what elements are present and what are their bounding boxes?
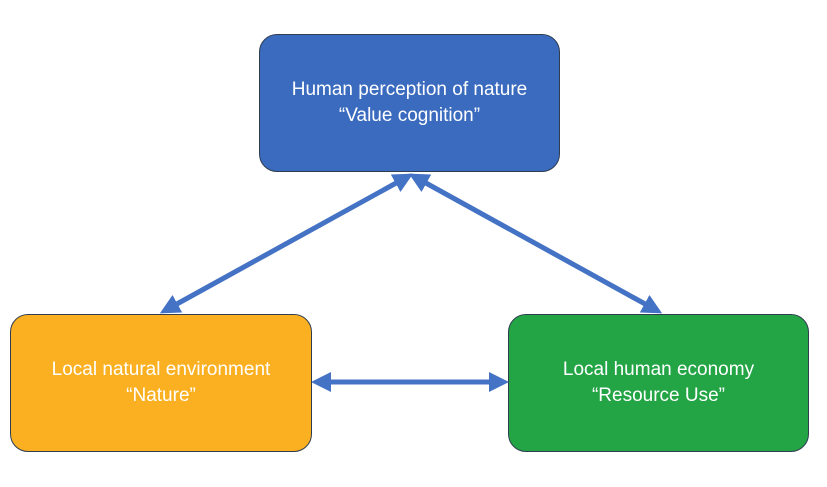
value-cognition-box: Human perception of nature “Value cognit… xyxy=(259,34,560,172)
arrow-nature-value xyxy=(159,173,414,314)
arrow-value-resource xyxy=(408,173,663,314)
value-cognition-title: Human perception of nature xyxy=(291,79,528,100)
resource-use-subtitle: “Resource Use” xyxy=(591,385,726,406)
resource-use-title: Local human economy xyxy=(562,359,755,380)
nature-box: Local natural environment “Nature” xyxy=(10,314,312,452)
nature-subtitle: “Nature” xyxy=(126,385,196,406)
nature-title: Local natural environment xyxy=(51,359,271,380)
value-cognition-subtitle: “Value cognition” xyxy=(338,105,481,126)
resource-use-box: Local human economy “Resource Use” xyxy=(508,314,809,452)
